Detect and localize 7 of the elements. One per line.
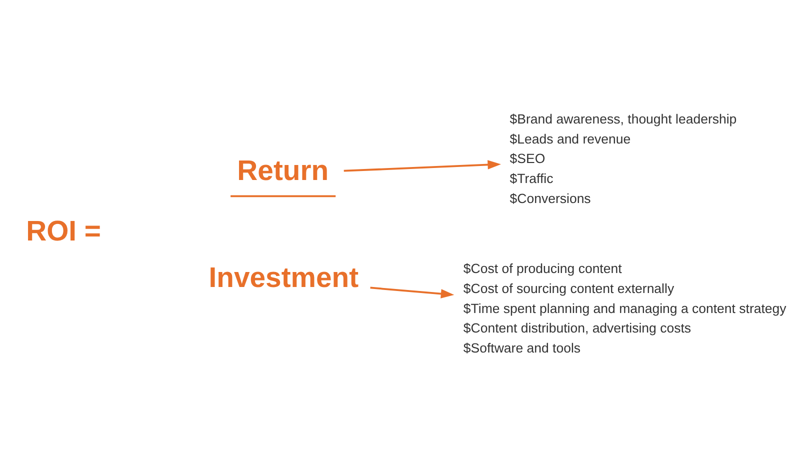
node-text: ROI = <box>26 215 101 248</box>
node-text: Investment <box>208 262 359 294</box>
node-text: $Cost of producing content $Cost of sourcing content externally $Time spent planning and managing a content strategy $Content distribution, advertising costs $Software and tools <box>463 260 786 356</box>
arrow <box>344 160 501 172</box>
node-text: Return <box>237 154 329 187</box>
node-text: $Brand awareness, thought leadership $Leads and revenue $SEO $Traffic $Conversions <box>510 110 737 206</box>
arrow <box>370 286 454 298</box>
